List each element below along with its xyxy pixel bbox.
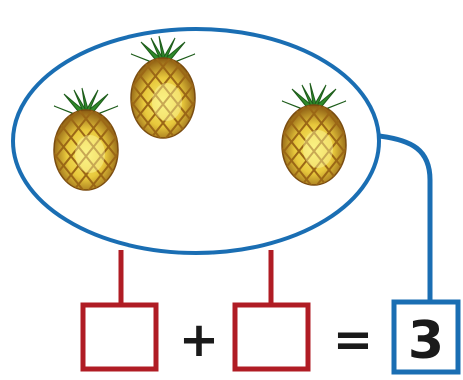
addend-box-2[interactable]: [232, 302, 311, 372]
sum-box: [391, 299, 461, 375]
connector-to-sum: [378, 133, 433, 300]
group-oval: [11, 27, 381, 255]
sum-value: 3: [408, 311, 444, 371]
addend-box-1[interactable]: [80, 302, 159, 372]
plus-sign: +: [179, 312, 219, 368]
equals-sign: =: [333, 312, 373, 368]
